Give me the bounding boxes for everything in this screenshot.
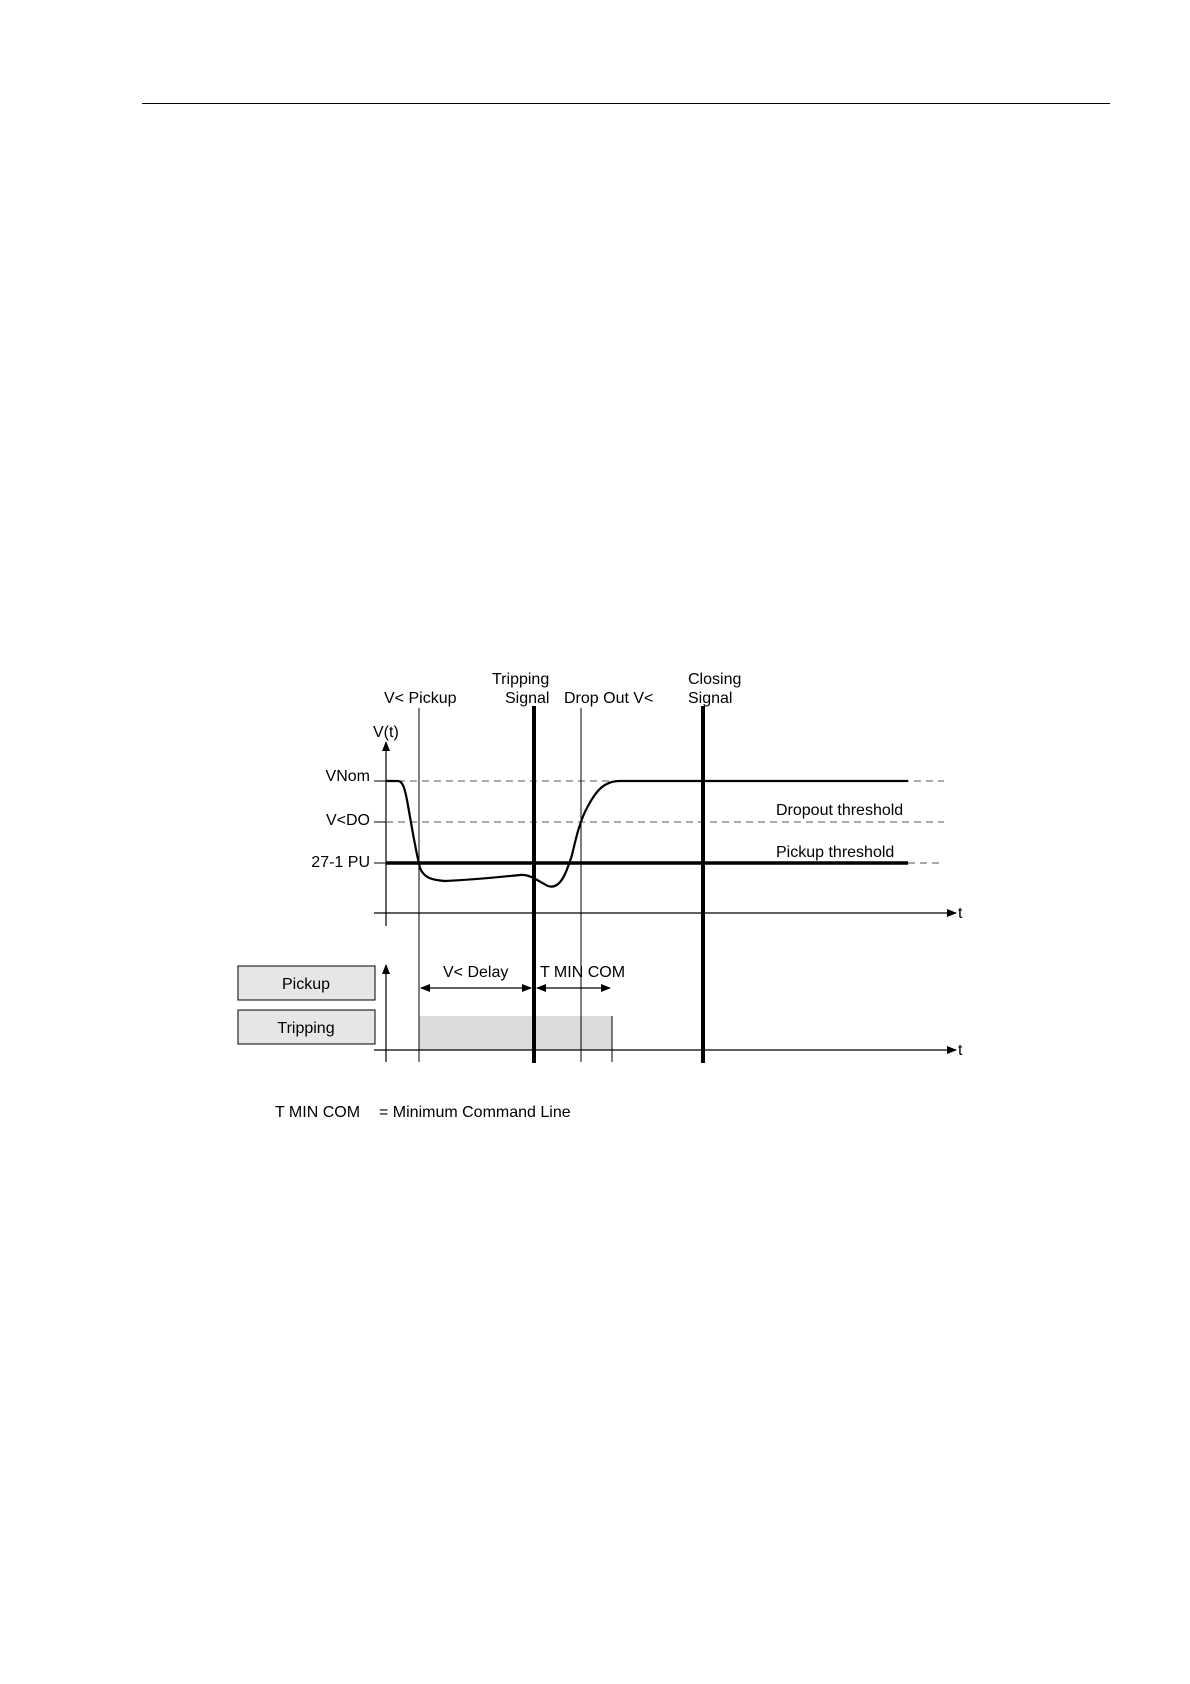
t-axis-top-label: t	[958, 905, 963, 922]
v-axis-label: V(t)	[373, 724, 399, 741]
t-axis-bottom-label: t	[958, 1042, 963, 1059]
v-delay-label: V< Delay	[443, 964, 508, 981]
vdo-label: V<DO	[326, 812, 370, 829]
tripping-active-region	[419, 1016, 612, 1050]
pickup-threshold-label: Pickup threshold	[776, 844, 894, 861]
t-min-com-label: T MIN COM	[540, 964, 625, 981]
legend-definition: = Minimum Command Line	[379, 1104, 571, 1121]
vnom-label: VNom	[326, 768, 370, 785]
pu-27-1-label: 27-1 PU	[311, 854, 370, 871]
closing-signal-label-1: Closing	[688, 671, 741, 688]
v-pickup-label: V< Pickup	[384, 690, 457, 707]
tripping-signal-label-2: Signal	[505, 690, 549, 707]
drop-out-label: Drop Out V<	[564, 690, 653, 707]
pickup-box-label: Pickup	[282, 976, 330, 993]
tripping-signal-label-1: Tripping	[492, 671, 549, 688]
legend-term: T MIN COM	[275, 1104, 360, 1121]
tripping-box-label: Tripping	[277, 1020, 334, 1037]
dropout-threshold-label: Dropout threshold	[776, 802, 903, 819]
voltage-curve	[386, 781, 908, 887]
closing-signal-label-2: Signal	[688, 690, 732, 707]
